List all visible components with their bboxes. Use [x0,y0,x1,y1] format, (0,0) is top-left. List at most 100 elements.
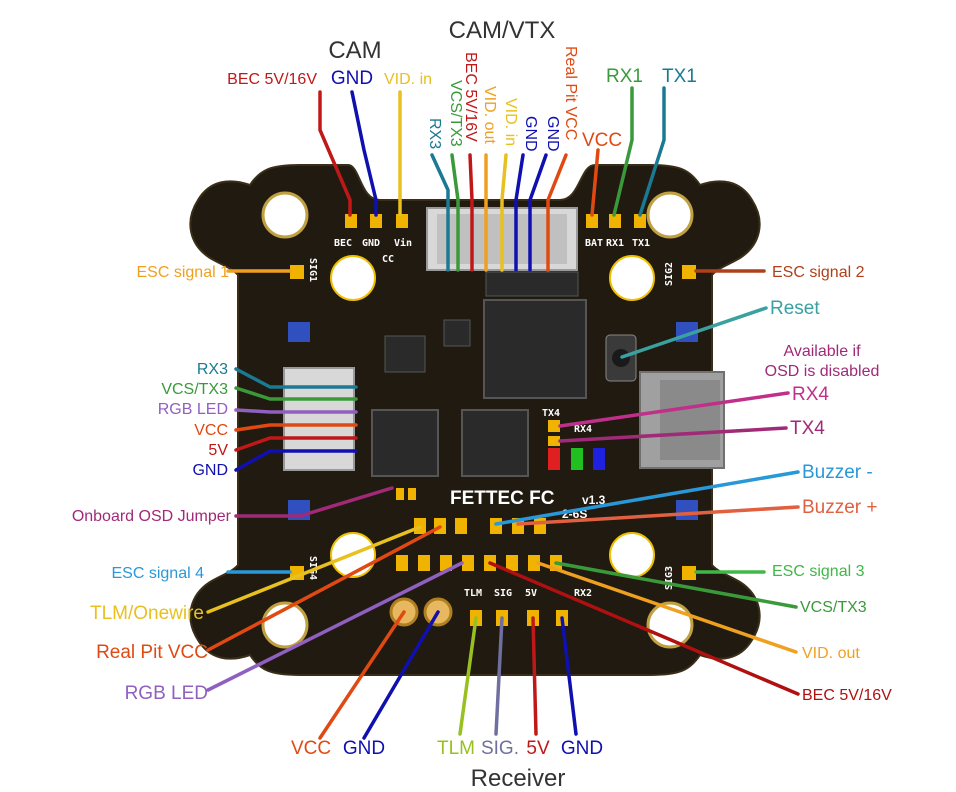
led-green [571,448,583,470]
label-left-vcc: VCC [194,422,228,439]
wire-rx-sig [494,616,504,736]
label-vtx-gnd2: GND [544,116,561,152]
label-tx4: TX4 [790,418,825,439]
small-chip-1 [384,335,426,373]
label-rx-tlm: TLM [437,738,475,759]
wire-left-gnd [234,449,358,472]
board-version: v1.3 [582,493,606,507]
label-rx1: RX1 [606,66,643,87]
wire-rgb-left [206,561,464,692]
wire-tx1 [638,86,666,217]
label-right-bec: BEC 5V/16V [802,687,892,704]
gyro-chip [461,409,529,477]
wire-vtx-bec [468,153,474,272]
label-rgb-left: RGB LED [125,683,208,704]
wire-right-vidout [536,561,798,654]
usb-connector-body [660,380,720,460]
title-camvtx: CAM/VTX [449,17,556,44]
wire-right-vcstx3 [554,561,798,609]
wire-buzzer-minus [494,470,800,526]
label-vtx-rx3: RX3 [426,118,443,149]
label-rx4: RX4 [792,384,829,405]
wire-vtx-vidin [500,153,508,272]
label-vtx-vidout: VID. out [481,86,498,144]
silk-bec: BEC [334,238,352,249]
silk-tx1: TX1 [632,238,650,249]
blue-cap-r2 [676,500,698,520]
label-tx1: TX1 [662,66,697,87]
silk-rx1: RX1 [606,238,624,249]
small-chip-2 [443,319,471,347]
title-cam: CAM [328,37,381,64]
label-osd-disabled: OSD is disabled [765,363,880,380]
silk-rx2: RX2 [574,588,592,599]
wire-right-bec [488,561,800,696]
silk-cc: CC [382,254,394,265]
label-batt-gnd: GND [343,738,385,759]
wire-cam-gnd [350,90,378,217]
osd-chip [371,409,439,477]
label-left-rx3: RX3 [197,361,228,378]
wire-cam-bec [318,90,352,217]
label-esc3: ESC signal 3 [772,563,865,580]
label-rx-sig: SIG. [481,738,519,759]
wire-osd-jumper [234,486,394,518]
small-chip-3 [485,271,579,297]
silk-sig: SIG [494,588,512,599]
mount-hole-tr [646,191,694,239]
wire-left-rgb [234,408,358,414]
wire-batt-gnd [362,610,440,740]
wire-batt-vcc [318,610,406,740]
label-esc1: ESC signal 1 [137,264,230,281]
label-vtx-vidin: VID. in [502,98,519,146]
silk-vin: Vin [394,237,412,249]
led-blue [593,448,605,470]
wire-rx4 [558,391,790,428]
label-tlm-onewire: TLM/Onewire [90,603,204,624]
label-vtx-realpit: Real Pit VCC [562,46,579,140]
wire-tx4 [558,426,788,443]
label-left-rgb: RGB LED [158,401,228,418]
wire-realpit-left [206,525,442,652]
silk-5v: 5V [525,588,537,599]
board-brand: FETTEC FC [450,488,555,509]
label-cam-vidin: VID. in [384,71,432,88]
via-ring-tl [330,255,376,301]
silk-bat: BAT [585,238,603,249]
label-vtx-vcstx3: VCS/TX3 [447,80,464,147]
label-buzzer-minus: Buzzer - [802,462,873,483]
wire-tlm-onewire [206,525,422,614]
label-right-vidout: VID. out [802,645,860,662]
flight-controller-board: BEC GND Vin CC BAT RX1 TX1 SIG1 SIG2 SIG… [189,164,761,676]
title-receiver: Receiver [471,765,566,792]
label-cam-bec: BEC 5V/16V [227,71,317,88]
wire-reset [620,306,768,359]
wire-vtx-gnd2 [528,153,548,272]
wire-buzzer-plus [516,505,800,526]
wires [206,86,800,740]
wire-rx-tlm [458,616,478,736]
label-vtx-bec: BEC 5V/16V [462,52,479,142]
silk-rx4: RX4 [574,424,592,435]
wire-rx-5v [531,616,538,736]
silk-sig1: SIG1 [307,258,318,282]
label-available: Available if [783,343,861,360]
silk-tlm: TLM [464,588,482,599]
wire-vtx-gnd1 [514,153,525,272]
mcu-chip [483,299,587,399]
solder-pads [290,214,696,626]
via-ring-br [609,532,655,578]
label-left-gnd: GND [192,462,228,479]
blue-cap-l1 [288,322,310,342]
label-left-5v: 5V [208,442,228,459]
wire-vtx-vcstx3 [450,153,460,272]
mount-hole-tl [261,191,309,239]
label-rx-5v: 5V [526,738,550,759]
wire-vcc [590,148,600,217]
wire-left-5v [234,436,358,452]
label-left-vcstx3: VCS/TX3 [161,381,228,398]
wire-vtx-realpit [546,153,568,272]
silk-sig4: SIG4 [307,556,318,580]
label-realpit-left: Real Pit VCC [96,642,208,663]
